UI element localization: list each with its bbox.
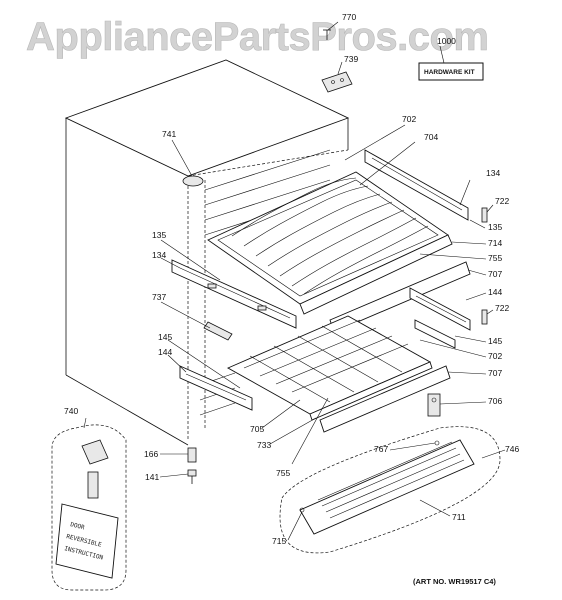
callout-135: 135 [488, 222, 502, 232]
part-740-kit-boundary [51, 424, 127, 591]
part-722-clip-lower [481, 309, 488, 325]
callouts: 770 1000 739 741 702 704 134 722 135 714… [64, 12, 519, 546]
callout-707: 707 [488, 269, 502, 279]
callout-722-lower: 722 [495, 303, 509, 313]
instruction-card: DOOR REVERSIBLE INSTRUCTION [55, 503, 119, 579]
callout-711: 711 [452, 512, 466, 522]
part-737-light [203, 321, 233, 341]
part-733-trim [309, 361, 433, 421]
callout-755: 755 [488, 253, 502, 263]
part-134-slide-right [364, 149, 469, 221]
leader-lines [83, 21, 506, 541]
part-770-screw [323, 29, 331, 40]
part-714-frame [299, 234, 453, 315]
callout-704: 704 [424, 132, 438, 142]
callout-722: 722 [495, 196, 509, 206]
callout-705: 705 [250, 424, 264, 434]
part-739-hinge [321, 71, 353, 93]
callout-740: 740 [64, 406, 78, 416]
callout-737: 737 [152, 292, 166, 302]
callout-702: 702 [402, 114, 416, 124]
callout-739: 739 [344, 54, 358, 64]
part-707-lower-trim [319, 365, 451, 433]
part-706-hinge [427, 393, 441, 417]
callout-135-left: 135 [152, 230, 166, 240]
kickplate-boundary [279, 426, 501, 554]
callout-707-lower: 707 [488, 368, 502, 378]
hardware-kit-box [418, 62, 484, 81]
hardware-kit-label: HARDWARE KIT [424, 69, 475, 76]
part-144-slide-right [409, 287, 471, 331]
callout-767: 767 [374, 444, 388, 454]
part-145-bracket [414, 319, 456, 349]
part-134-slide-left [171, 259, 297, 329]
part-166-leg [187, 447, 197, 463]
part-704-upper-shelf [207, 171, 449, 305]
callout-144: 144 [488, 287, 502, 297]
callout-1000: 1000 [437, 36, 456, 46]
callout-741: 741 [162, 129, 176, 139]
callout-141: 141 [145, 472, 159, 482]
callout-702-lower: 702 [488, 351, 502, 361]
callout-145: 145 [488, 336, 502, 346]
callout-145-left: 145 [158, 332, 172, 342]
watermark: AppliancePartsPros.com [26, 15, 489, 59]
callout-770: 770 [342, 12, 356, 22]
part-144-slide-left [179, 365, 253, 411]
callout-755-lower: 755 [276, 468, 290, 478]
callout-733: 733 [257, 440, 271, 450]
art-number: (ART NO. WR19517 C4) [413, 577, 496, 586]
callout-134: 134 [486, 168, 500, 178]
callout-746: 746 [505, 444, 519, 454]
cabinet [64, 59, 350, 446]
callout-706: 706 [488, 396, 502, 406]
callout-166: 166 [144, 449, 158, 459]
part-767-screw [434, 440, 440, 446]
part-741-cover [182, 175, 204, 187]
instruction-line-1: DOOR [70, 521, 86, 531]
callout-714: 714 [488, 238, 502, 248]
callout-134-left: 134 [152, 250, 166, 260]
part-711-kickplate [299, 439, 475, 535]
part-722-clip-upper [481, 207, 488, 223]
part-141-leveler [187, 469, 197, 484]
part-740-hinge-parts [81, 439, 109, 499]
callout-144-left: 144 [158, 347, 172, 357]
callout-715: 715 [272, 536, 286, 546]
